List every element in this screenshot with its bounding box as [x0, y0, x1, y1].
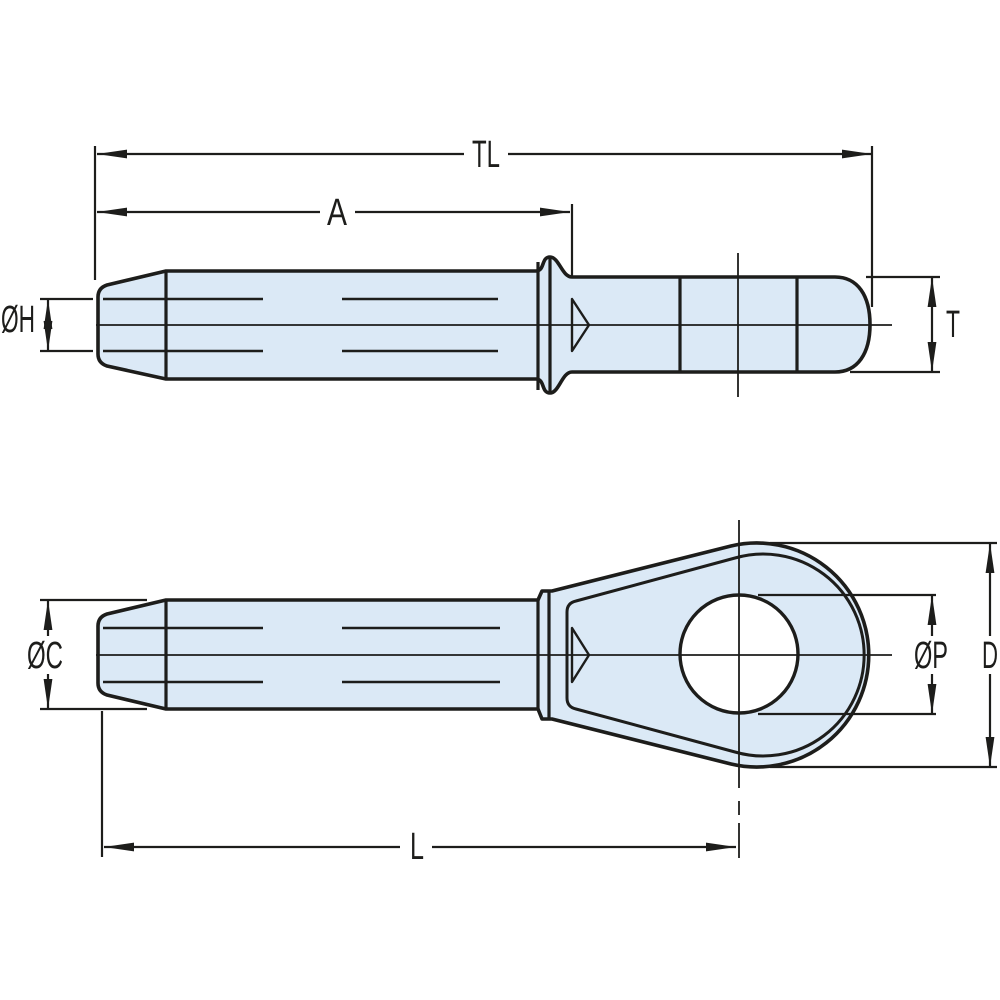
dimension-label-OH: ØH [1, 299, 35, 341]
dimension-label-T: T [946, 304, 960, 346]
dimension-label-OP: ØP [914, 635, 948, 677]
dimension-label-A: A [327, 192, 348, 234]
dimension-label-L: L [410, 826, 424, 868]
dimension-T: T [850, 275, 960, 374]
dimension-TL: TL [93, 134, 874, 307]
lower-view: ØC ØP D L [27, 520, 998, 868]
dimension-A: A [97, 192, 574, 276]
dimension-OC: ØC [27, 598, 147, 711]
dimension-L: L [100, 711, 736, 868]
dimension-label-D: D [982, 635, 998, 677]
eye-inner-contour [565, 552, 866, 758]
dimension-D: D [770, 541, 998, 769]
upper-view: TL A ØH T [1, 134, 960, 397]
dimension-label-OC: ØC [27, 635, 63, 677]
dimension-label-TL: TL [472, 134, 500, 176]
dimension-OP: ØP [758, 593, 948, 716]
dimension-OH: ØH [1, 297, 93, 353]
